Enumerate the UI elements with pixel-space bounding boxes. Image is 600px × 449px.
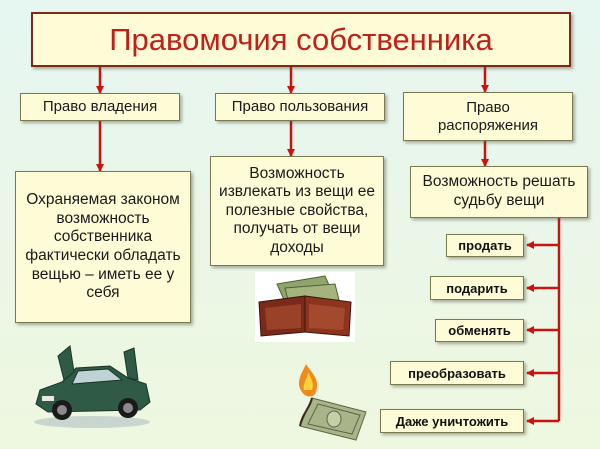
use-description: Возможность извлекать из вещи ее полезны… xyxy=(210,156,384,266)
burning-banknote-image xyxy=(298,364,367,441)
ownership-description: Охраняемая законом возможность собственн… xyxy=(15,171,191,323)
wallet-with-money-image xyxy=(255,272,355,342)
action-exchange: обменять xyxy=(435,319,524,342)
action-gift: подарить xyxy=(430,276,524,300)
car-image xyxy=(34,345,151,428)
action-sell: продать xyxy=(446,234,524,257)
right-use-header: Право пользования xyxy=(215,93,385,121)
diagram-title: Правомочия собственника xyxy=(31,12,571,67)
disposal-description: Возможность решать судьбу вещи xyxy=(410,166,588,218)
action-destroy: Даже уничтожить xyxy=(380,409,524,433)
action-transform: преобразовать xyxy=(390,361,524,385)
right-ownership-header: Право владения xyxy=(20,93,180,121)
right-disposal-header: Право распоряжения xyxy=(403,92,573,141)
